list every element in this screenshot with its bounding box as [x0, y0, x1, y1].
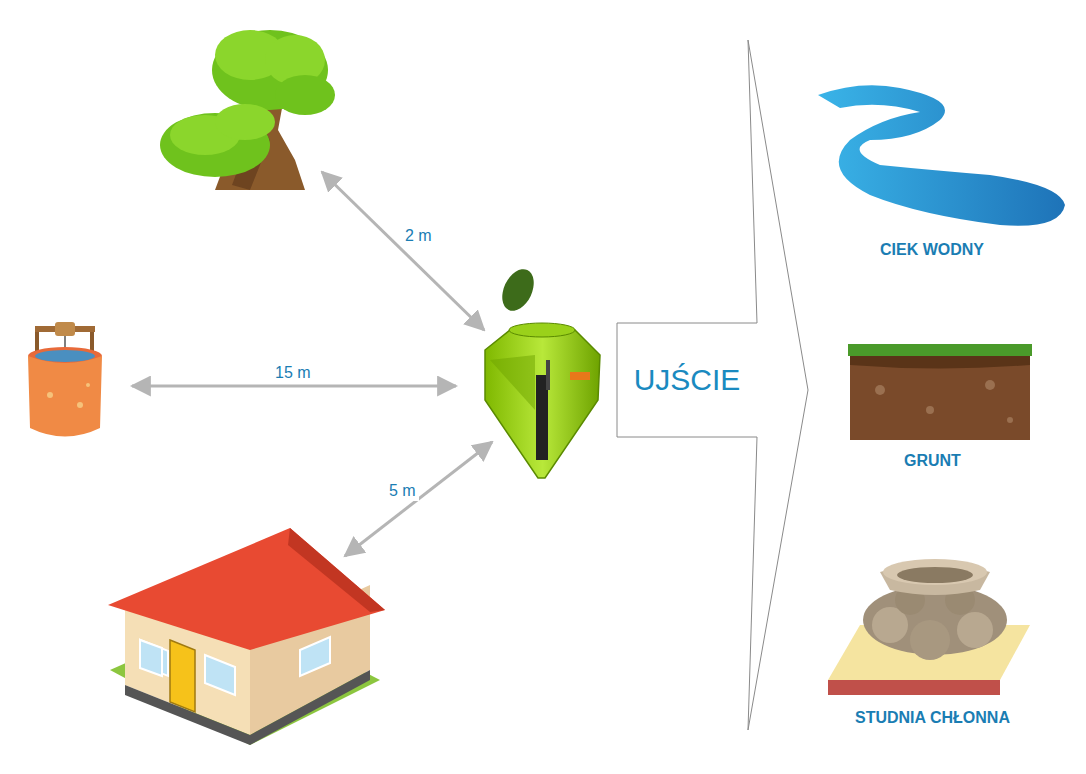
- septic-tank-icon: [485, 264, 600, 478]
- distance-label: 2 m: [402, 226, 435, 246]
- outlet-arrow: UJŚCIE: [612, 36, 812, 734]
- well-icon: [28, 322, 102, 437]
- distance-arrows: [132, 172, 492, 556]
- outlet-label: CIEK WODNY: [877, 240, 987, 260]
- outlet-label: STUDNIA CHŁONNA: [852, 708, 1013, 728]
- tree-icon: [160, 30, 335, 190]
- distance-label: 15 m: [272, 363, 314, 383]
- soil-icon: [848, 344, 1032, 440]
- river-icon: [818, 85, 1065, 226]
- outlet-label: GRUNT: [901, 451, 964, 471]
- outlet-title: UJŚCIE: [617, 323, 757, 437]
- house-icon: [108, 528, 385, 745]
- soakaway-icon: [828, 559, 1030, 695]
- distance-label: 5 m: [386, 481, 419, 501]
